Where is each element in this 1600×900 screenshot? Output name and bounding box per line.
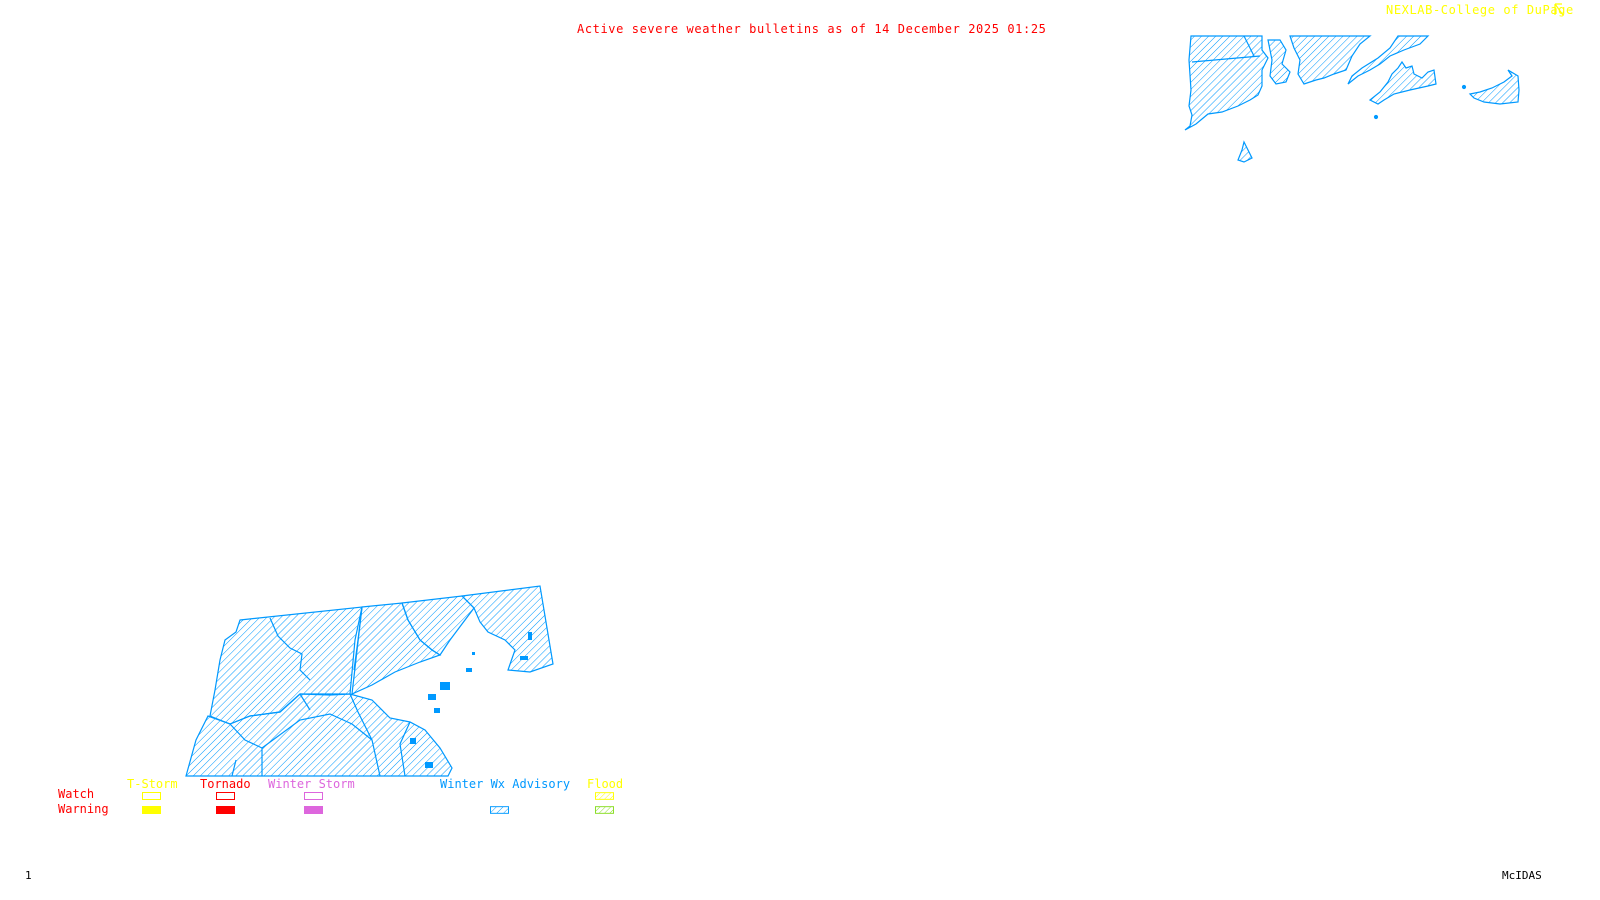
county-boundary <box>1191 55 1261 63</box>
cape-cod-upper <box>1347 35 1430 85</box>
islet <box>1461 84 1467 90</box>
winter-advisory-swatch <box>490 806 509 814</box>
rhode-island-ct-area <box>1184 35 1269 131</box>
tstorm-warning-swatch <box>142 806 161 814</box>
virginia-south-area <box>185 693 453 777</box>
legend-label-winter-advisory: Winter Wx Advisory <box>440 777 571 791</box>
credit-label: NEXLAB-College of DuPage <box>1386 3 1574 17</box>
tstorm-watch-swatch <box>142 792 161 800</box>
cursor-arrow-icon <box>1554 3 1564 16</box>
marthas-vineyard <box>1368 60 1437 105</box>
winter-storm-warning-swatch <box>304 806 323 814</box>
software-label: McIDAS <box>1502 869 1542 882</box>
county-boundary <box>1243 35 1255 57</box>
advisory-area-chesapeake <box>185 585 554 777</box>
winter-storm-watch-swatch <box>304 792 323 800</box>
flood-warning-swatch <box>595 806 614 814</box>
legend-row-watch: Watch <box>58 787 95 801</box>
bay-islands <box>410 632 532 768</box>
legend-label-winter-storm: Winter Storm <box>268 777 355 791</box>
islet <box>1373 114 1379 120</box>
legend-label-tornado: Tornado <box>200 777 251 791</box>
nantucket <box>1468 69 1520 105</box>
advisory-area-new-england <box>1184 35 1520 163</box>
tornado-warning-swatch <box>216 806 235 814</box>
legend-label-flood: Flood <box>587 777 624 791</box>
legend-row-warning: Warning <box>58 802 109 816</box>
block-island <box>1237 140 1253 163</box>
southeast-massachusetts <box>1289 35 1372 85</box>
delaware-area <box>460 585 554 673</box>
tornado-watch-swatch <box>216 792 235 800</box>
page-title: Active severe weather bulletins as of 14… <box>577 22 1047 36</box>
frame-number: 1 <box>25 869 32 882</box>
narragansett-bay-islands <box>1267 39 1291 85</box>
county-boundaries-north <box>269 606 363 681</box>
legend-label-tstorm: T-Storm <box>127 777 178 791</box>
flood-watch-swatch <box>595 792 614 800</box>
county-boundaries-south <box>229 693 411 777</box>
